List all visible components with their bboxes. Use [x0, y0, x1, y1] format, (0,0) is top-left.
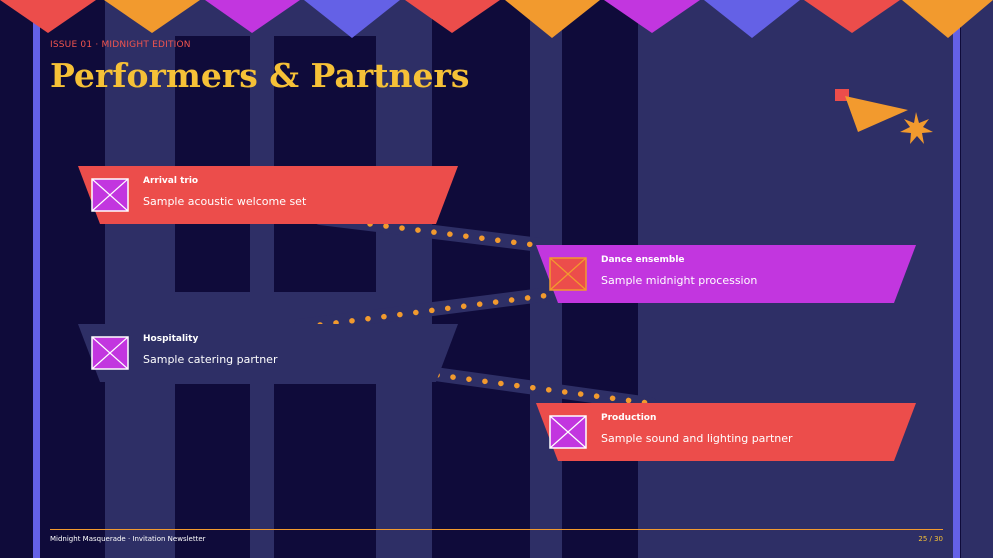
card-name: Sample acoustic welcome set — [143, 195, 307, 208]
card-banner — [536, 245, 916, 303]
card-banner — [78, 324, 458, 382]
card-category: Arrival trio — [143, 176, 199, 186]
footer-publication: Midnight Masquerade · Invitation Newslet… — [50, 535, 206, 543]
card-category: Hospitality — [143, 334, 199, 344]
partner-card-production[interactable]: Production Sample sound and lighting par… — [536, 403, 916, 461]
card-name: Sample catering partner — [143, 353, 278, 366]
bg-stripe — [961, 0, 993, 558]
footer-divider — [50, 529, 943, 530]
right-frame-line — [953, 20, 960, 558]
bg-stripe — [250, 0, 274, 558]
page-number: 25 / 30 — [918, 535, 943, 543]
placeholder-image-icon — [549, 257, 587, 291]
placeholder-image-icon — [549, 415, 587, 449]
partner-card-hospitality[interactable]: Hospitality Sample catering partner — [78, 324, 458, 382]
card-category: Dance ensemble — [601, 255, 685, 265]
bunting-flags — [0, 0, 993, 38]
card-name: Sample sound and lighting partner — [601, 432, 793, 445]
bg-stripe — [105, 0, 175, 558]
pennant-starburst-icon — [835, 89, 933, 144]
left-frame-line — [33, 20, 40, 558]
card-banner — [78, 166, 458, 224]
performer-card-dance-ensemble[interactable]: Dance ensemble Sample midnight processio… — [536, 245, 916, 303]
card-name: Sample midnight procession — [601, 274, 758, 287]
card-banner — [536, 403, 916, 461]
performer-card-arrival-trio[interactable]: Arrival trio Sample acoustic welcome set — [78, 166, 458, 224]
bg-stripe — [376, 0, 432, 558]
issue-label: ISSUE 01 · MIDNIGHT EDITION — [50, 40, 191, 50]
placeholder-image-icon — [91, 178, 129, 212]
card-category: Production — [601, 413, 657, 423]
page-title: Performers & Partners — [50, 56, 470, 95]
placeholder-image-icon — [91, 336, 129, 370]
